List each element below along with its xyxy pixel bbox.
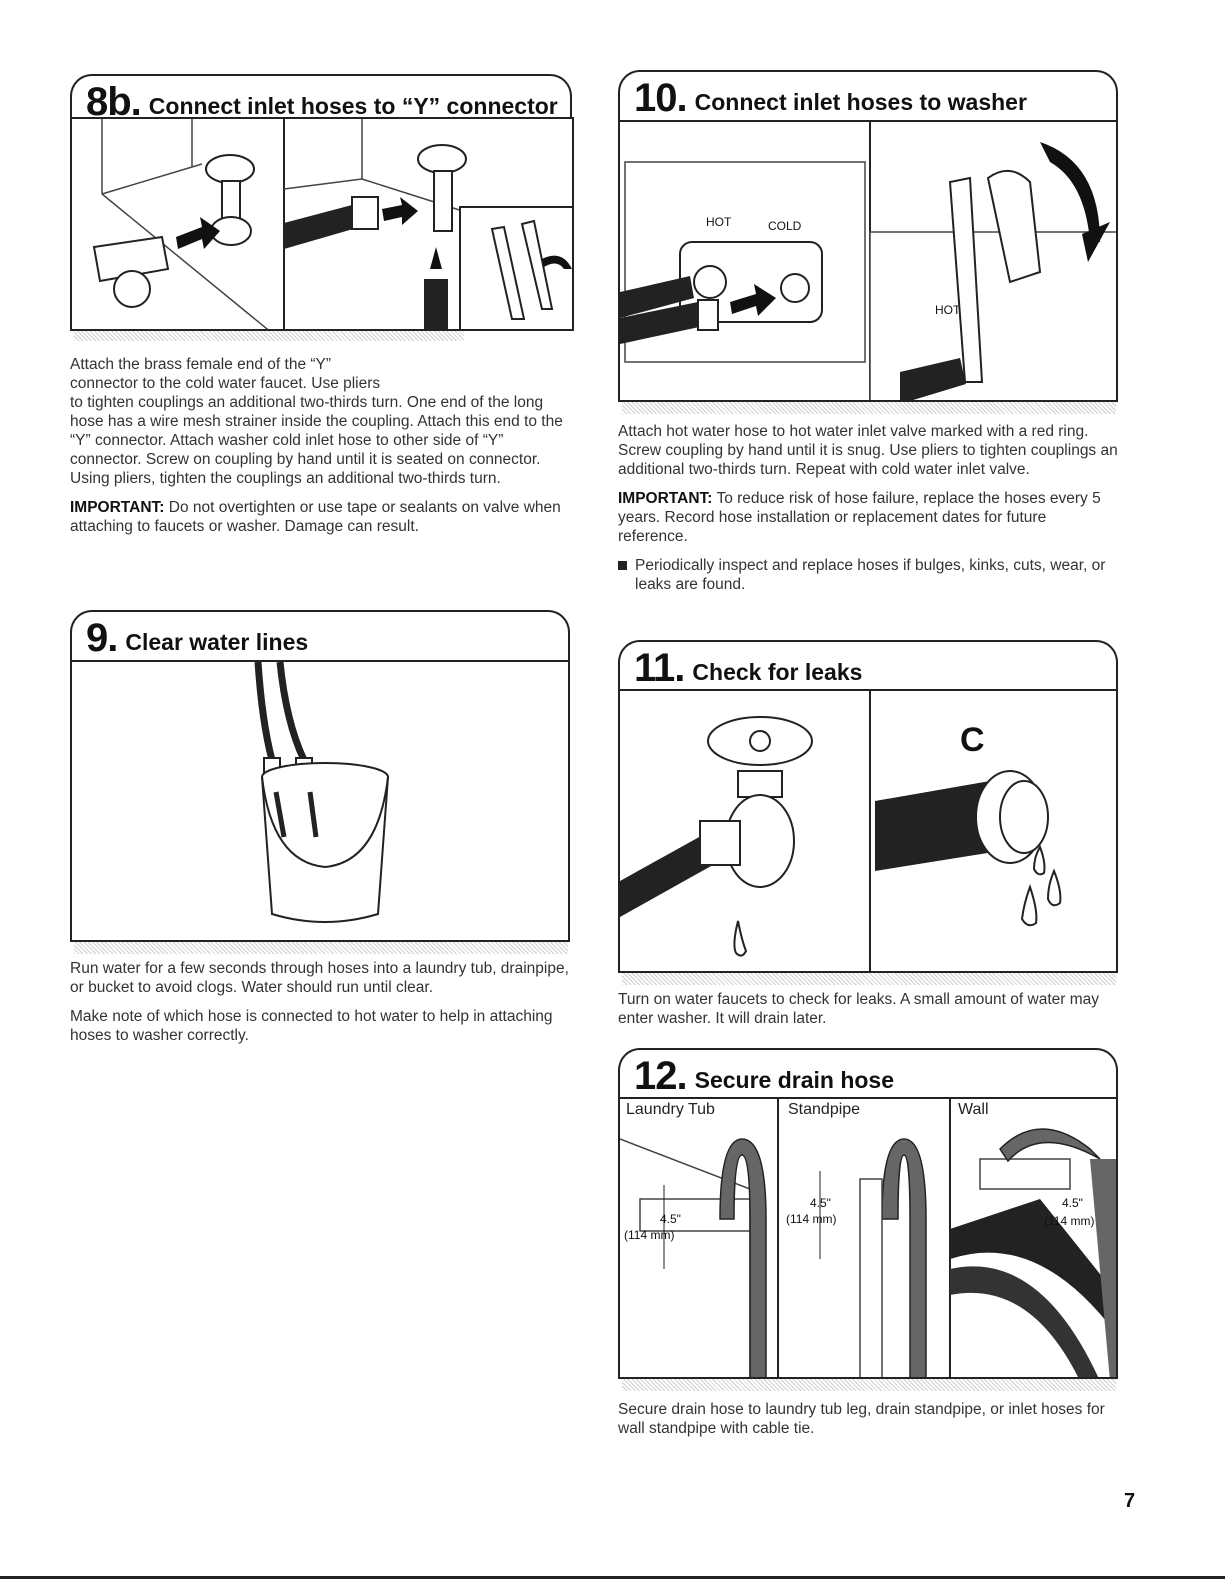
step-9-paragraph-2: Make note of which hose is connected to …	[70, 1008, 553, 1044]
bottom-rule	[0, 1576, 1225, 1579]
step-11-text: Turn on water faucets to check for leaks…	[618, 990, 1118, 1038]
step-11-number: 11.	[634, 646, 685, 690]
step-8b-paragraph-rest: to tighten couplings an additional two-t…	[70, 394, 563, 487]
leak-check-drawing: C	[620, 691, 1062, 971]
step-12-illustration: 4.5" (114 mm) 4.5" (114 mm) 4.5" (114 mm…	[618, 1097, 1118, 1379]
cold-label: COLD	[768, 219, 802, 233]
step-10-text: Attach hot water hose to hot water inlet…	[618, 422, 1118, 594]
panel-label-wall: Wall	[958, 1101, 989, 1118]
step-12-title: Secure drain hose	[694, 1067, 895, 1093]
step-9-illustration	[70, 660, 570, 942]
step-9-number: 9.	[86, 616, 118, 660]
standpipe-dim-mm: (114 mm)	[786, 1212, 836, 1226]
step-10-title: Connect inlet hoses to washer	[694, 89, 1027, 115]
step-9-shadow	[74, 942, 568, 954]
laundry-tub-dim-inches: 4.5"	[660, 1212, 681, 1226]
step-10-header: 10. Connect inlet hoses to washer	[618, 70, 1118, 122]
step-10-important: IMPORTANT: To reduce risk of hose failur…	[618, 489, 1118, 546]
step-8b-title: Connect inlet hoses to “Y” connector	[148, 93, 558, 119]
step-9-title: Clear water lines	[125, 629, 309, 655]
step-10-bullet: Periodically inspect and replace hoses i…	[618, 556, 1118, 594]
step-8b-shadow	[74, 331, 464, 341]
step-8b-text: Attach the brass female end of the “Y” c…	[70, 355, 570, 546]
step-10-important-label: IMPORTANT:	[618, 490, 713, 507]
step-10-illustration: HOT COLD HOT	[618, 120, 1118, 402]
bucket-hoses-drawing	[254, 662, 389, 923]
step-9-paragraph-1: Run water for a few seconds through hose…	[70, 960, 569, 996]
step-10-important-text: To reduce risk of hose failure, replace …	[618, 490, 1101, 545]
hot-label: HOT	[706, 215, 732, 229]
step-11-header: 11. Check for leaks	[618, 640, 1118, 692]
step-8b-important: IMPORTANT: Do not overtighten or use tap…	[70, 498, 570, 536]
leak-label-c: C	[960, 721, 985, 759]
step-9-text: Run water for a few seconds through hose…	[70, 959, 570, 1055]
step-12-header: 12. Secure drain hose	[618, 1048, 1118, 1100]
drain-hose-drawing: 4.5" (114 mm) 4.5" (114 mm) 4.5" (114 mm…	[620, 1099, 1116, 1377]
step-10-shadow	[622, 402, 1116, 414]
step-8b-illustration	[70, 117, 574, 331]
step-12-shadow	[622, 1379, 1116, 1391]
step-8b-important-label: IMPORTANT:	[70, 499, 165, 516]
faucet-y-connector-drawing	[92, 119, 572, 329]
step-8b-number: 8b.	[86, 80, 142, 124]
standpipe-dim-inches: 4.5"	[810, 1196, 831, 1210]
step-8b-important-text: Do not overtighten or use tape or sealan…	[70, 499, 561, 535]
washer-inlet-drawing: HOT COLD HOT	[620, 122, 1116, 400]
step-10-bullet-text: Periodically inspect and replace hoses i…	[635, 557, 1106, 593]
step-12-text: Secure drain hose to laundry tub leg, dr…	[618, 1400, 1118, 1448]
step-12-paragraph-1: Secure drain hose to laundry tub leg, dr…	[618, 1401, 1105, 1437]
step-11-title: Check for leaks	[692, 659, 863, 685]
step-10-paragraph-1: Attach hot water hose to hot water inlet…	[618, 423, 1118, 478]
bullet-square-icon	[618, 561, 627, 570]
page-number: 7	[1124, 1490, 1136, 1512]
step-8b-line-1: Attach the brass female end of the “Y”	[70, 356, 332, 373]
step-11-paragraph-1: Turn on water faucets to check for leaks…	[618, 991, 1099, 1027]
step-8b-line-2: connector to the cold water faucet. Use …	[70, 375, 381, 392]
step-11-illustration: C	[618, 689, 1118, 973]
wall-dim-inches: 4.5"	[1062, 1196, 1083, 1210]
panel-label-laundry-tub: Laundry Tub	[626, 1101, 715, 1118]
wall-dim-mm: (114 mm)	[1044, 1214, 1094, 1228]
step-9-header: 9. Clear water lines	[70, 610, 570, 662]
step-11-shadow	[622, 973, 1116, 985]
step-12-number: 12.	[634, 1054, 688, 1098]
laundry-tub-dim-mm: (114 mm)	[624, 1228, 674, 1242]
step-10-number: 10.	[634, 76, 688, 120]
panel-label-standpipe: Standpipe	[788, 1101, 861, 1118]
hot-valve-label: HOT	[935, 303, 961, 317]
